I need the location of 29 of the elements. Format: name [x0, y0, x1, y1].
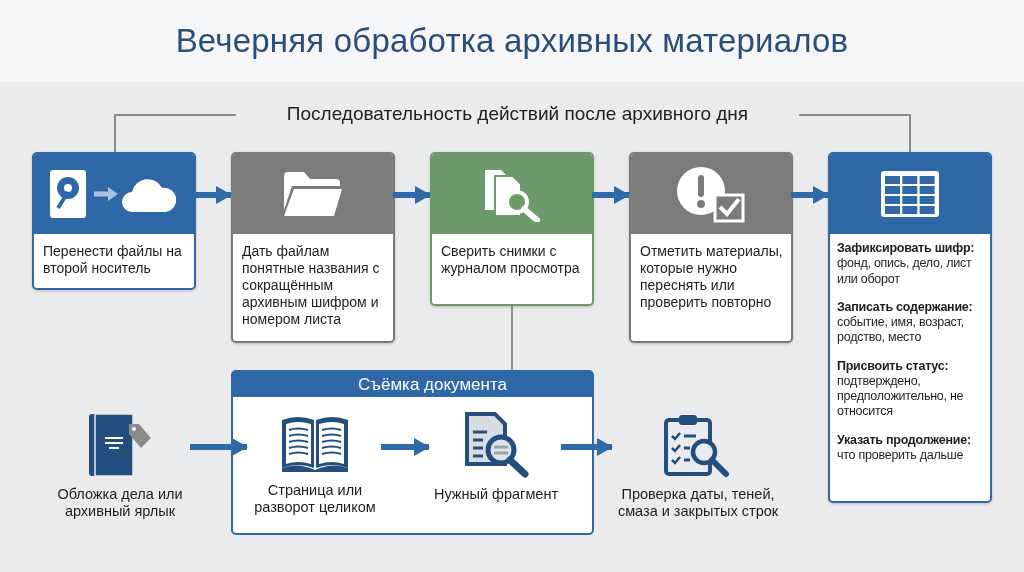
step-text: Сверить снимки с журналом просмотра — [440, 242, 581, 278]
step-text: Присвоить статус: подтверждено, предположительно, не относится — [836, 357, 965, 420]
connector-line — [511, 305, 513, 371]
arrow — [194, 186, 232, 204]
group-title: Съёмка документа — [357, 374, 507, 395]
arrow — [592, 186, 630, 204]
bracket-label: Последовательность действий после архивного дня — [285, 103, 750, 125]
group-panel — [231, 370, 594, 535]
step-text: Отметить материалы, которые нужно переснять или проверить повторно — [639, 242, 784, 312]
step-text: Записать содержание: событие, имя, возраст, родство, место — [836, 298, 974, 346]
step-text: Зафиксировать шифр: фонд, опись, дело, лист или оборот — [836, 240, 976, 287]
process-card — [828, 152, 992, 503]
step-text: Проверка даты, теней, смаза и закрытых строк — [616, 486, 780, 521]
step-text: Указать продолжение: что проверить дальше — [836, 431, 972, 463]
step-text: Нужный фрагмент — [433, 486, 559, 504]
arrow — [393, 186, 431, 204]
arrow — [190, 438, 248, 456]
arrow — [561, 438, 613, 456]
process-card — [629, 152, 793, 343]
step-text: Страница или разворот целиком — [253, 482, 377, 517]
title: Вечерняя обработка архивных материалов — [175, 22, 849, 60]
process-card — [32, 152, 196, 290]
process-card — [231, 152, 395, 343]
step-text: Перенести файлы на второй носитель — [42, 242, 183, 278]
process-card — [430, 152, 594, 306]
arrow — [381, 438, 430, 456]
arrow — [791, 186, 829, 204]
step-text: Дать файлам понятные названия с сокращённым архивным шифром и номером листа — [241, 242, 381, 329]
step-text: Обложка дела или архивный ярлык — [56, 486, 184, 521]
